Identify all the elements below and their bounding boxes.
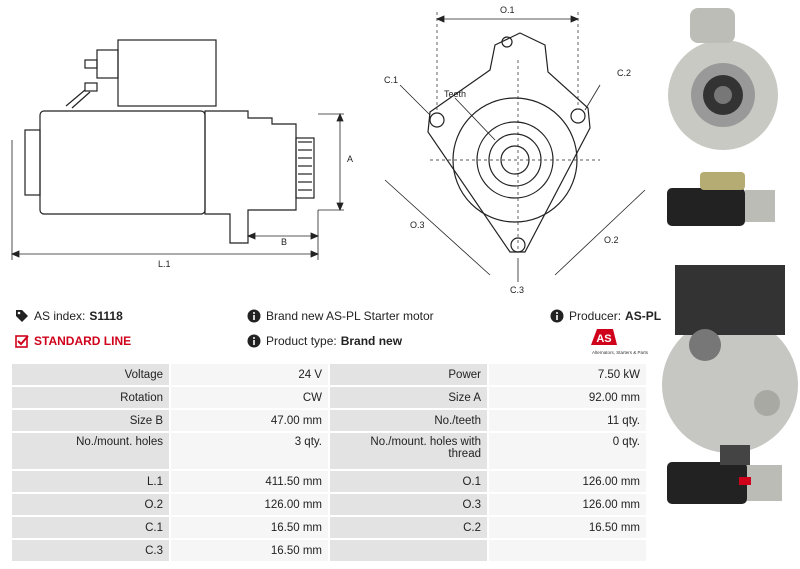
producer-value: AS-PL (625, 309, 662, 323)
spec-label: No./teeth (330, 410, 487, 431)
spec-label: O.1 (330, 471, 487, 492)
producer-label: Producer: (569, 309, 622, 323)
label-c2: C.2 (617, 68, 631, 78)
tag-icon (16, 310, 28, 322)
label-o3: O.3 (410, 220, 425, 230)
spec-value: 126.00 mm (489, 494, 646, 515)
spec-value: 47.00 mm (171, 410, 328, 431)
product-type: Product type: Brand new (247, 334, 402, 348)
spec-value: 0 qty. (489, 433, 646, 469)
producer: Producer: AS-PL (550, 309, 661, 323)
spec-value: 16.50 mm (171, 540, 328, 561)
spec-label: No./mount. holes with thread (330, 433, 487, 469)
spec-value (489, 540, 646, 561)
spec-label: Rotation (12, 387, 169, 408)
info-icon (247, 334, 261, 348)
spec-label: L.1 (12, 471, 169, 492)
checkbox-icon (15, 335, 29, 348)
photo-front-view[interactable] (660, 5, 795, 165)
label-o2: O.2 (604, 235, 619, 245)
spec-value: 7.50 kW (489, 364, 646, 385)
spec-value: CW (171, 387, 328, 408)
spec-label (330, 540, 487, 561)
logo-text: AS (596, 333, 611, 345)
as-index: AS index: S1118 (15, 309, 123, 323)
label-c1: C.1 (384, 75, 398, 85)
as-pl-logo: AS Alternators, Starters & Parts (591, 329, 649, 355)
spec-label: Size A (330, 387, 487, 408)
photo-side-view-small[interactable] (667, 172, 775, 226)
label-teeth: Teeth (444, 89, 466, 99)
spec-label: C.1 (12, 517, 169, 538)
spec-value: 411.50 mm (171, 471, 328, 492)
spec-label: C.3 (12, 540, 169, 561)
spec-value: 126.00 mm (489, 471, 646, 492)
product-type-value: Brand new (340, 334, 403, 348)
label-b: B (281, 237, 287, 247)
flange-outline (427, 32, 591, 253)
motor-body (39, 110, 206, 215)
product-info: AS index: S1118 Brand new AS-PL Starter … (15, 305, 661, 357)
info-icon (247, 309, 261, 323)
label-a: A (347, 154, 353, 164)
description: Brand new AS-PL Starter motor (247, 309, 434, 323)
solenoid-body (117, 39, 217, 107)
label-o1: O.1 (500, 5, 515, 15)
spec-label: No./mount. holes (12, 433, 169, 469)
photo-side-view-large[interactable] (667, 445, 782, 504)
standard-line: STANDARD LINE (15, 334, 131, 348)
technical-drawing: O.1 C.1 C.2 Teeth A B L.1 O.3 O.2 C.3 (10, 5, 646, 295)
spec-value: 3 qty. (171, 433, 328, 469)
label-l1: L.1 (158, 259, 171, 269)
spec-value: 16.50 mm (171, 517, 328, 538)
spec-value: 126.00 mm (171, 494, 328, 515)
as-index-label: AS index: (34, 309, 86, 323)
info-icon (550, 309, 564, 323)
as-index-value: S1118 (89, 309, 123, 323)
spec-value: 11 qty. (489, 410, 646, 431)
label-c3: C.3 (510, 285, 524, 295)
standard-line-text: STANDARD LINE (34, 334, 132, 348)
logo-subtitle: Alternators, Starters & Parts (592, 350, 649, 355)
product-photos (660, 5, 798, 504)
product-type-label: Product type: (266, 334, 337, 348)
spec-label: Power (330, 364, 487, 385)
spec-label: Size B (12, 410, 169, 431)
description-text: Brand new AS-PL Starter motor (266, 309, 434, 323)
spec-label: Voltage (12, 364, 169, 385)
spec-value: 92.00 mm (489, 387, 646, 408)
spec-label: C.2 (330, 517, 487, 538)
pinion (295, 137, 315, 199)
spec-label: O.3 (330, 494, 487, 515)
spec-value: 24 V (171, 364, 328, 385)
spec-value: 16.50 mm (489, 517, 646, 538)
spec-label: O.2 (12, 494, 169, 515)
photo-rear-view[interactable] (662, 265, 798, 453)
